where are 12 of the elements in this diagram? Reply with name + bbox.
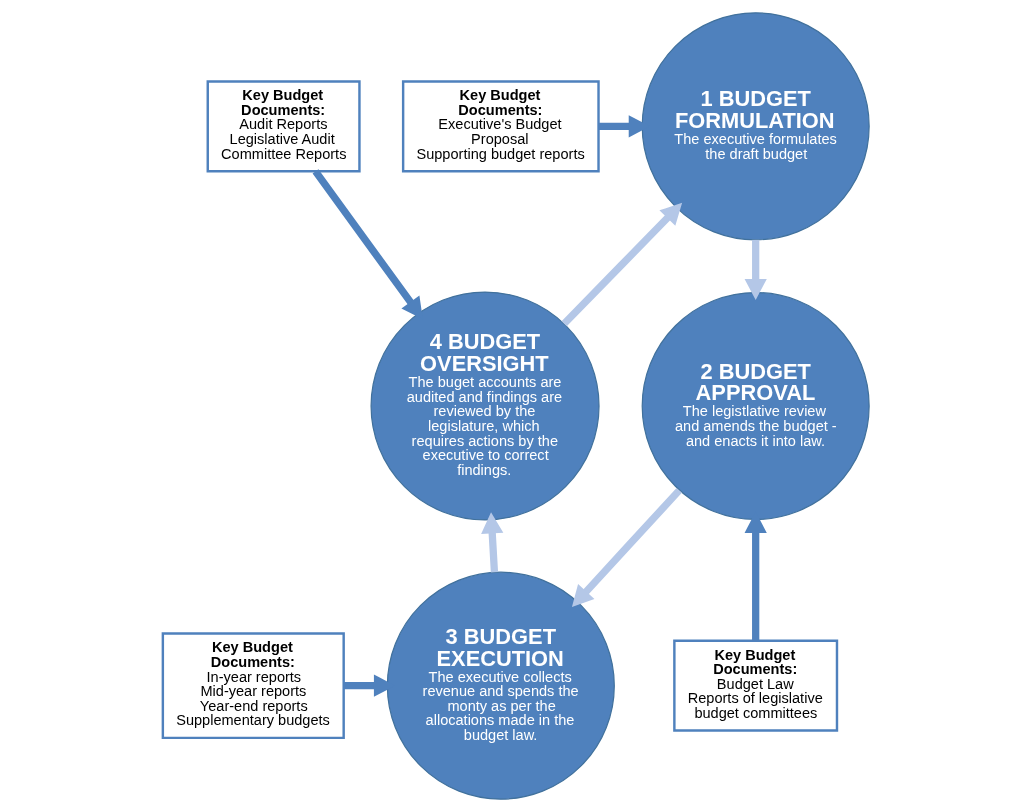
node-circle: 3 BUDGET EXECUTION The executive collects revenue and spends the monty as per the allocations made in the budget law. [386,571,615,800]
arrow [480,512,503,573]
node-circle: 4 BUDGET OVERSIGHT The buget accounts are audited and findings are reviewed by the legislature, which requires actions by the executive to correct findings. [369,291,600,521]
node-box: Key Budget Documents: In-year reports Mid-year reports Year-end reports Supplementary budgets [161,632,345,740]
node-box: Key Budget Documents: Executive's Budget Proposal Supporting budget reports [401,80,600,173]
arrow [744,239,767,301]
arrow [561,202,682,327]
arrow [571,487,682,608]
node-circle: 1 BUDGET FORMULATION The executive formulates the draft budget [641,12,870,241]
node-box: Key Budget Documents: Budget Law Reports of legislative budget committees [672,639,838,732]
node-box: Key Budget Documents: Audit Reports Legislative Audit Committee Reports [206,80,361,173]
node-circle: 2 BUDGET APPROVAL The legistlative review and amends the budget - and enacts it into law. [641,291,870,521]
